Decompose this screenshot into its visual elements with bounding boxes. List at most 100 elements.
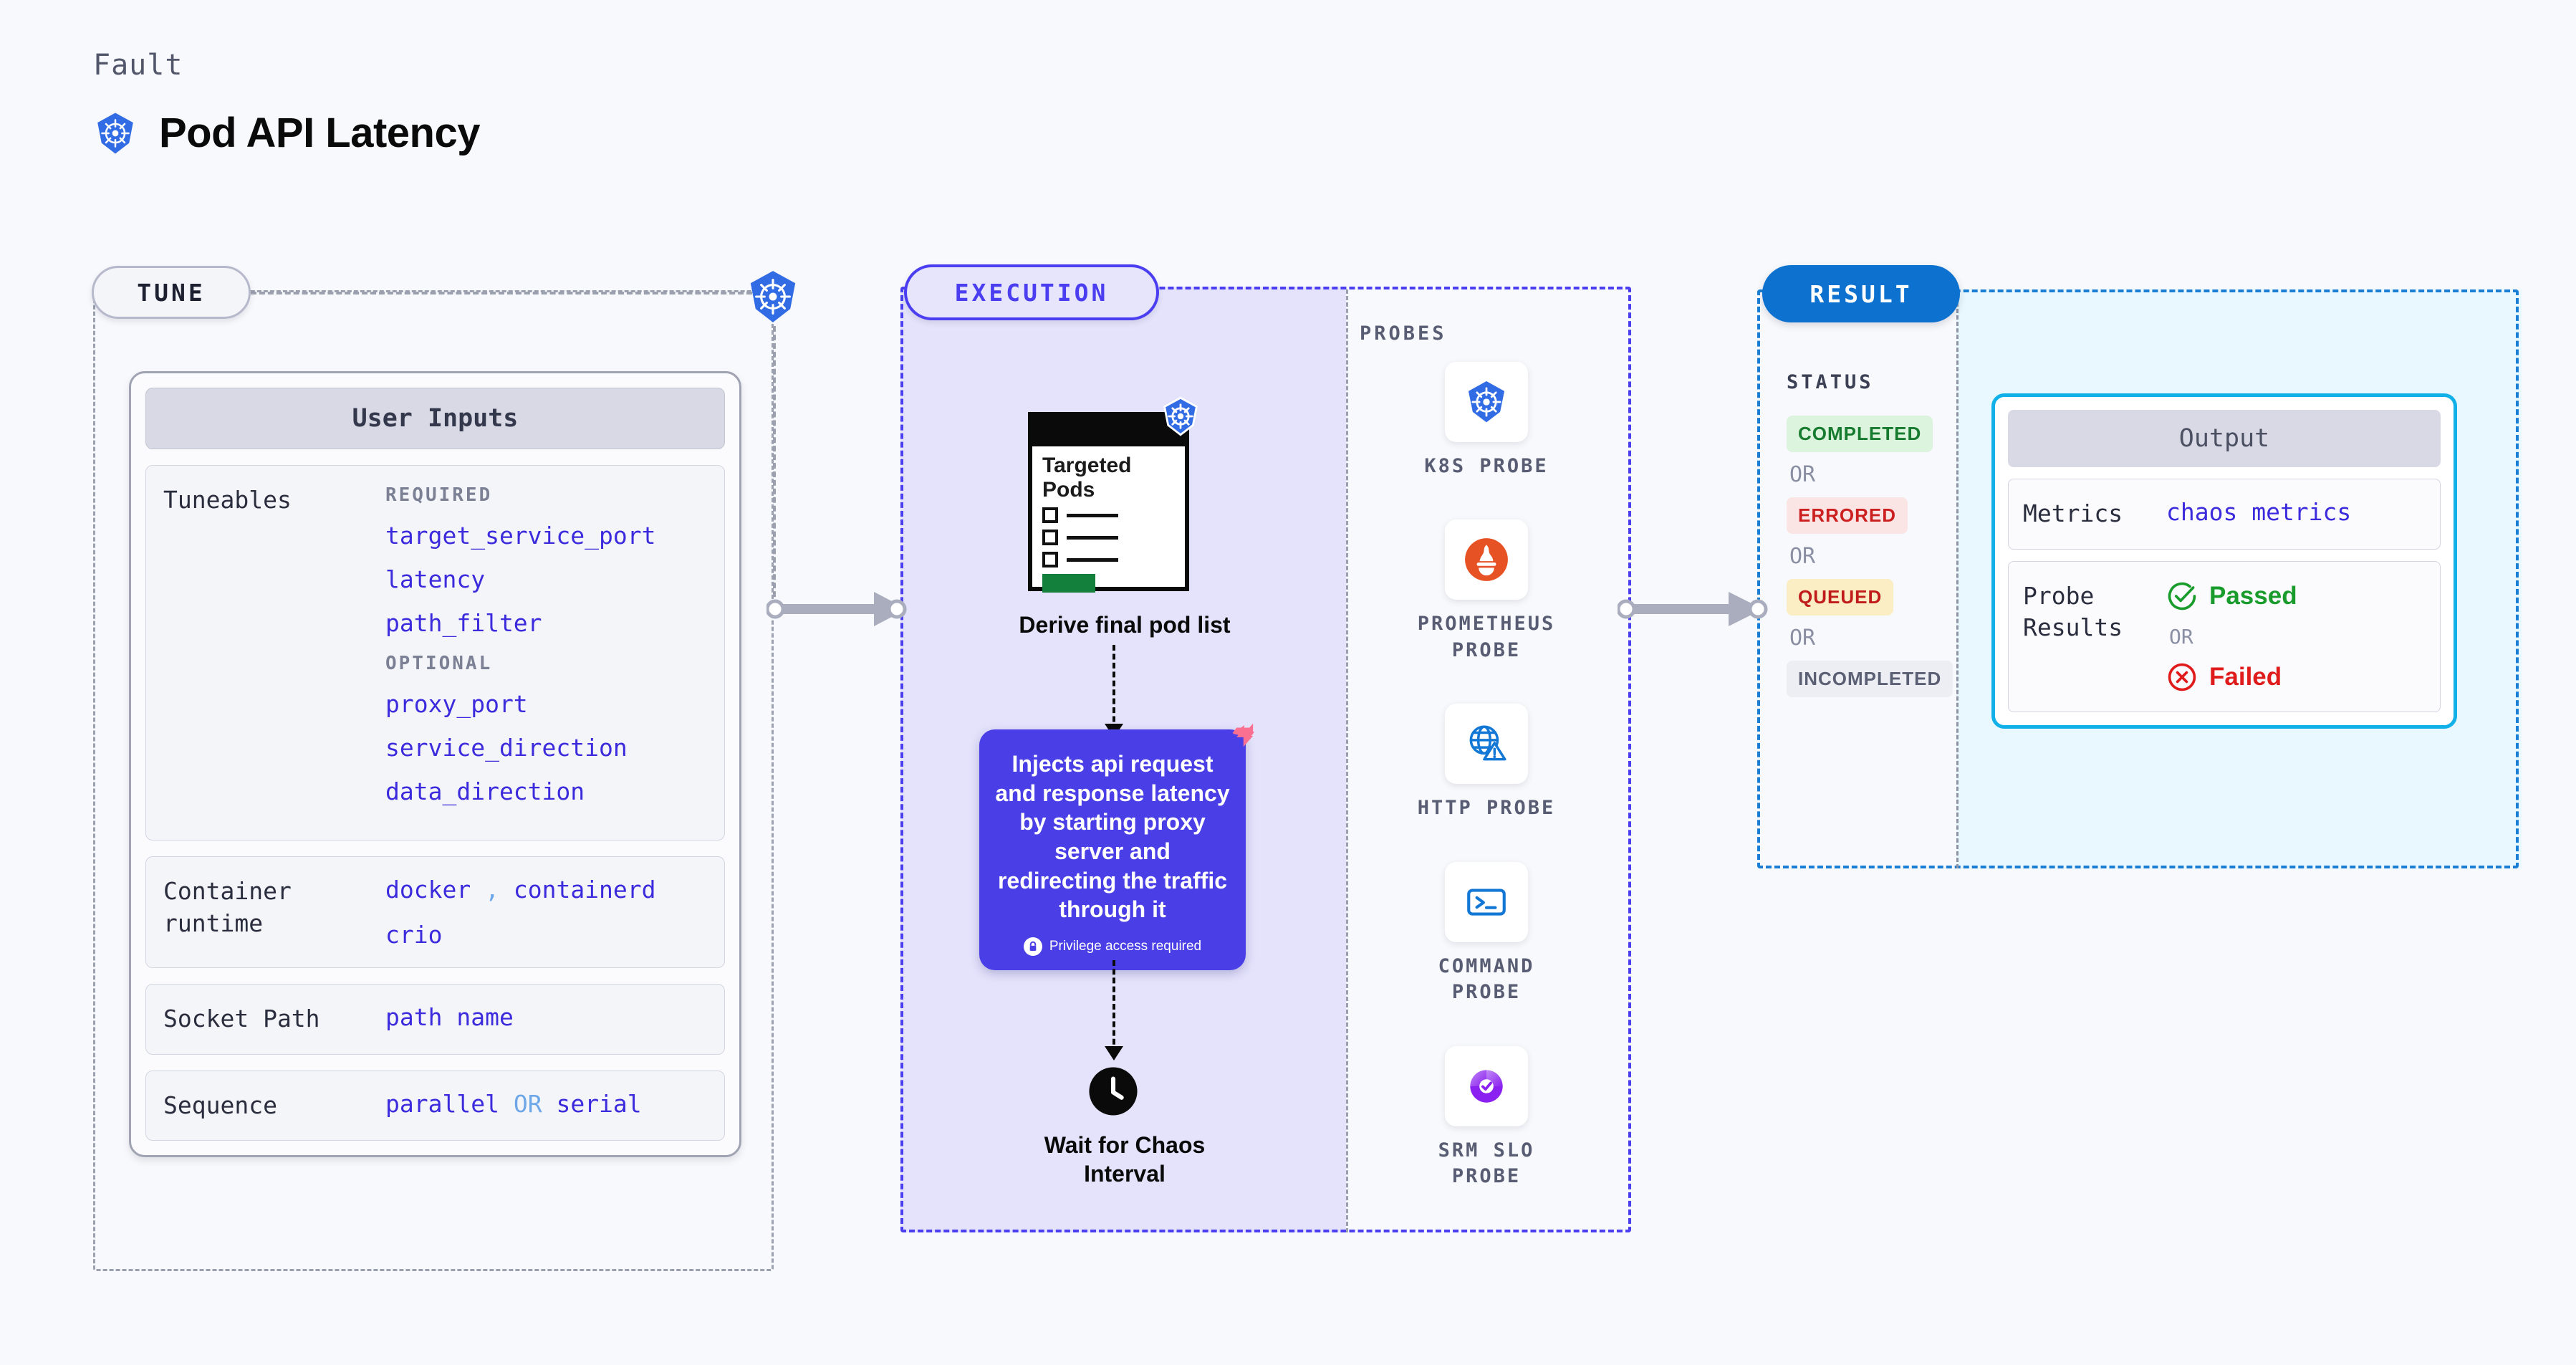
flow-arrow-down-icon (1105, 1046, 1123, 1060)
green-bar (1042, 574, 1095, 593)
sequence-block: Sequence parallel OR serial (145, 1070, 725, 1141)
targeted-pods-box: Targeted Pods (1028, 412, 1189, 593)
status-or: OR (1789, 544, 1816, 569)
inject-step-card: Injects api request and response latency… (979, 723, 1255, 970)
checkbox-icon (1042, 552, 1058, 568)
privilege-text: Privilege access required (1049, 938, 1202, 954)
status-list: COMPLETED OR ERRORED OR QUEUED OR INCOMP… (1787, 416, 1953, 697)
sequence-separator: OR (513, 1089, 542, 1118)
probe-results-or: OR (2169, 624, 2193, 648)
derive-pod-list-caption: Derive final pod list (1019, 612, 1231, 638)
kubernetes-icon (745, 269, 801, 327)
tune-connector-line (251, 292, 752, 294)
tune-connector-vertical (773, 326, 776, 605)
sequence-values: parallel OR serial (385, 1090, 707, 1122)
socket-path-value[interactable]: path name (385, 1003, 514, 1031)
fault-eyebrow: Fault (93, 49, 183, 82)
stage-pill-result[interactable]: RESULT (1762, 265, 1960, 322)
checkbox-icon (1042, 507, 1058, 524)
probe-result-failed: Failed (2166, 661, 2426, 693)
probe-results-block: Probe Results Passed OR Failed (2008, 560, 2441, 712)
user-inputs-card: User Inputs Tuneables REQUIRED target_se… (129, 371, 741, 1158)
stage-pill-tune[interactable]: TUNE (92, 266, 251, 319)
probe-label: K8S PROBE (1424, 455, 1549, 477)
probe-label: PROMETHEUS PROBE (1417, 613, 1556, 661)
metrics-value[interactable]: chaos metrics (2166, 498, 2352, 526)
probe-item-http[interactable]: HTTP PROBE (1404, 704, 1569, 821)
terminal-icon (1445, 861, 1528, 942)
status-badge-completed: COMPLETED (1787, 416, 1933, 452)
tuneable-target-service-port[interactable]: target_service_port (385, 522, 656, 550)
container-runtime-values: docker , containerd crio (385, 876, 707, 949)
placeholder-line (1067, 513, 1118, 517)
output-card: Output Metrics chaos metrics Probe Resul… (1991, 393, 2457, 729)
page-header: Fault Pod API Latency (93, 49, 481, 157)
tuneables-values: REQUIRED target_service_port latency pat… (385, 484, 707, 821)
container-runtime-block: Container runtime docker , containerd cr… (145, 856, 725, 968)
probes-divider (1346, 289, 1348, 1232)
status-badge-errored: ERRORED (1787, 497, 1908, 534)
probes-list: K8S PROBE PROMETHEUS PROBE (1404, 362, 1569, 1190)
probe-item-k8s[interactable]: K8S PROBE (1404, 362, 1569, 479)
required-label: REQUIRED (385, 484, 493, 506)
tuneable-proxy-port[interactable]: proxy_port (385, 690, 528, 718)
kubernetes-icon (1445, 362, 1528, 442)
targeted-pods-title: Targeted Pods (1042, 454, 1132, 502)
probe-results-key: Probe Results (2023, 581, 2123, 642)
probe-item-srm-slo[interactable]: SRM SLO PROBE (1404, 1045, 1569, 1190)
page-title: Pod API Latency (159, 110, 481, 156)
status-label: STATUS (1787, 371, 1874, 393)
tuneable-path-filter[interactable]: path_filter (385, 609, 542, 637)
x-circle-icon (2168, 663, 2196, 691)
targeted-pods-rows (1032, 502, 1185, 568)
globe-warning-icon (1445, 704, 1528, 785)
tuneable-data-direction[interactable]: data_direction (385, 777, 585, 805)
title-row: Pod API Latency (93, 109, 481, 157)
wait-for-chaos-caption: Wait for Chaos Interval (1044, 1132, 1206, 1187)
list-item (1042, 552, 1185, 568)
tuneable-service-direction[interactable]: service_direction (385, 734, 628, 762)
runtime-docker[interactable]: docker (385, 876, 471, 904)
execution-region (900, 287, 1631, 1232)
flow-arrow-tune-to-execution (765, 588, 910, 633)
list-item (1042, 507, 1185, 524)
failed-label: Failed (2209, 662, 2282, 691)
srm-slo-icon (1445, 1045, 1528, 1126)
flow-arrow-execution-to-result (1616, 588, 1768, 633)
passed-label: Passed (2209, 581, 2297, 610)
probe-label: HTTP PROBE (1417, 797, 1556, 820)
stage-pill-execution[interactable]: EXECUTION (904, 264, 1159, 320)
clock-icon (1088, 1066, 1138, 1119)
probe-results-values: Passed OR Failed (2166, 580, 2426, 693)
probe-item-command[interactable]: COMMAND PROBE (1404, 861, 1569, 1006)
targeted-pods-card: Targeted Pods (1028, 396, 1198, 593)
card-titlebar (1032, 416, 1185, 446)
placeholder-line (1067, 535, 1118, 540)
sequence-parallel[interactable]: parallel (385, 1089, 499, 1118)
result-divider (1956, 289, 1959, 868)
probe-item-prometheus[interactable]: PROMETHEUS PROBE (1404, 519, 1569, 664)
runtime-containerd[interactable]: containerd (513, 876, 656, 904)
flow-connector-vertical (1112, 960, 1115, 1053)
harness-icon (1223, 719, 1256, 755)
prometheus-icon (1445, 519, 1528, 600)
runtime-crio[interactable]: crio (385, 921, 443, 949)
check-circle-icon (2168, 582, 2196, 610)
privilege-note: Privilege access required (995, 937, 1230, 956)
sequence-serial[interactable]: serial (556, 1089, 642, 1118)
checkbox-icon (1042, 530, 1058, 546)
status-badge-queued: QUEUED (1787, 579, 1894, 616)
list-item (1042, 530, 1185, 546)
container-runtime-key: Container runtime (163, 877, 292, 937)
kubernetes-icon (1160, 396, 1201, 439)
flow-connector-vertical (1112, 645, 1115, 731)
status-badge-incompleted: INCOMPLETED (1787, 661, 1953, 697)
tune-region (93, 290, 774, 1271)
metrics-key: Metrics (2023, 499, 2123, 527)
optional-label: OPTIONAL (385, 653, 493, 674)
probe-label: COMMAND PROBE (1438, 954, 1535, 1004)
metrics-block: Metrics chaos metrics (2008, 479, 2441, 550)
probe-label: SRM SLO PROBE (1438, 1139, 1535, 1188)
tuneable-latency[interactable]: latency (385, 565, 486, 593)
placeholder-line (1067, 557, 1118, 562)
